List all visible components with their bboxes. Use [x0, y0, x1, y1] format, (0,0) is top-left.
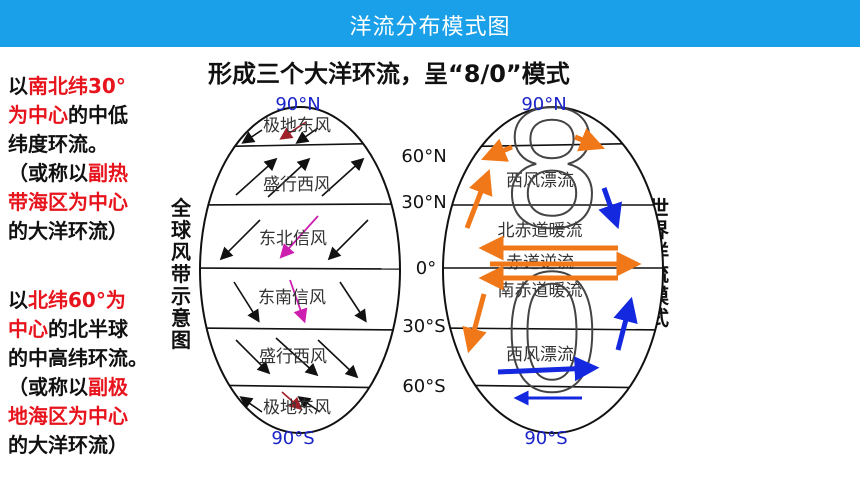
wind-arrow: [339, 281, 367, 323]
body-text: （或称以: [8, 161, 88, 185]
left-text-line: 纬度环流。: [8, 130, 173, 159]
left-text-line: （或称以副热: [8, 159, 173, 188]
vertical-label-char: 全: [171, 196, 191, 220]
highlight-text: 南北纬30°: [28, 74, 126, 98]
vertical-label-char: 图: [171, 328, 191, 352]
wind-arrow: [295, 127, 319, 144]
left-text-line: 带海区为中心: [8, 188, 173, 217]
body-text: 的中高纬环流。: [8, 346, 148, 370]
wind-arrow: [327, 219, 369, 261]
left-text-line: 中心的北半球: [8, 315, 173, 344]
right-globe-outline: [442, 106, 664, 434]
highlight-text: 中心: [8, 317, 48, 341]
warm-current-arrow: [464, 168, 493, 229]
wind-label: 盛行西风: [259, 347, 327, 367]
wind-arrow: [219, 219, 261, 261]
wind-arrow-brown: [281, 391, 303, 411]
body-text: 的中低: [68, 103, 128, 127]
left-globe-outline: [199, 106, 401, 434]
left-text-line: 地海区为中心: [8, 402, 173, 431]
left-text-line: 的大洋环流）: [8, 431, 173, 460]
body-text: 的大洋环流）: [8, 433, 128, 457]
body-text: 以: [8, 288, 28, 312]
latitude-label: 30°S: [402, 316, 445, 337]
wind-arrow: [241, 129, 263, 144]
wind-arrow-magenta: [289, 279, 308, 324]
left-text-line: 的大洋环流）: [8, 217, 173, 246]
highlight-text: 副极: [88, 375, 128, 399]
highlight-text: 副热: [88, 161, 128, 185]
wind-label: 极地东风: [263, 398, 331, 418]
wind-label: 东南信风: [258, 288, 326, 308]
left-text-line: 以北纬60°为: [8, 286, 173, 315]
left-lat-line-0: [200, 267, 400, 270]
wind-arrow: [267, 157, 311, 198]
vertical-label-char: 球: [171, 218, 191, 242]
wind-arrow: [317, 339, 359, 379]
cold-current-arrow: [598, 187, 622, 230]
wind-arrow-brown: [279, 121, 307, 140]
left-vertical-label: 全球风带示意图: [170, 197, 192, 351]
body-text: 的北半球: [48, 317, 128, 341]
left-lat-line-30n: [200, 203, 400, 206]
body-text: （或称以: [8, 375, 88, 399]
cold-current-arrow: [497, 356, 600, 382]
wind-label: 东北信风: [259, 229, 327, 249]
wind-label: 盛行西风: [263, 175, 331, 195]
cold-current-arrow: [613, 296, 638, 351]
subtitle: 形成三个大洋环流，呈“8/0”模式: [208, 60, 570, 88]
warm-current-arrow: [574, 127, 605, 152]
current-label: 西风漂流: [506, 345, 574, 365]
wind-belt-diagram: 极地东风 盛行西风 东北信风 东南信风 盛行西风 极地东风 90°N 90°S: [199, 94, 401, 449]
latitude-label: 30°N: [401, 192, 446, 213]
ocean-current-model: 西风漂流 北赤道暖流 赤道逆流 南赤道暖流 西风漂流 8 0: [442, 76, 664, 449]
wind-arrow: [235, 339, 271, 375]
latitude-label: 60°S: [402, 376, 445, 397]
vertical-label-char: 示: [171, 284, 191, 308]
warm-current-arrow: [481, 138, 513, 162]
left-south-pole-label: 90°S: [271, 428, 314, 449]
highlight-text: 北纬60°为: [28, 288, 126, 312]
left-text-line: 以南北纬30°: [8, 72, 173, 101]
header-bar: 洋流分布模式图: [0, 0, 860, 47]
body-text: 纬度环流。: [8, 132, 108, 156]
warm-current-arrow: [462, 293, 487, 354]
right-lat-line-60s: [443, 384, 663, 389]
highlight-text: 带海区为中心: [8, 190, 128, 214]
wind-arrow: [235, 157, 278, 196]
left-north-pole-label: 90°N: [275, 94, 320, 115]
right-south-pole-label: 90°S: [524, 428, 567, 449]
highlight-text: 为中心: [8, 103, 68, 127]
right-north-pole-label: 90°N: [521, 94, 566, 115]
left-text-block-1: 以南北纬30°为中心的中低纬度环流。（或称以副热带海区为中心的大洋环流）: [8, 72, 173, 246]
wind-arrow: [297, 396, 321, 413]
page-title: 洋流分布模式图: [349, 15, 511, 40]
body-text: 以: [8, 74, 28, 98]
vertical-label-char: 意: [171, 306, 191, 330]
big-glyph-eight: 8: [501, 77, 603, 264]
current-label: 南赤道暖流: [498, 281, 583, 301]
wind-arrow: [233, 281, 260, 323]
latitude-label: 60°N: [401, 146, 446, 167]
vertical-label-char: 风: [171, 240, 191, 264]
wind-label: 极地东风: [263, 116, 331, 136]
left-lat-line-30s: [200, 327, 400, 331]
body-text: 的大洋环流）: [8, 219, 128, 243]
vertical-label-char: 带: [171, 262, 191, 286]
big-glyph-zero: 0: [501, 241, 603, 428]
wind-arrow: [239, 396, 263, 413]
left-text-line: 的中高纬环流。: [8, 344, 173, 373]
wind-arrow: [275, 337, 319, 377]
current-label: 西风漂流: [506, 171, 574, 191]
highlight-text: 地海区为中心: [8, 404, 128, 428]
wind-arrow: [321, 157, 365, 197]
left-text-block-2: 以北纬60°为中心的北半球的中高纬环流。（或称以副极地海区为中心的大洋环流）: [8, 286, 173, 460]
current-label: 北赤道暖流: [498, 221, 583, 241]
left-text-line: 为中心的中低: [8, 101, 173, 130]
latitude-label: 0°: [416, 258, 436, 279]
left-text-line: （或称以副极: [8, 373, 173, 402]
wind-arrow-magenta: [279, 215, 319, 259]
